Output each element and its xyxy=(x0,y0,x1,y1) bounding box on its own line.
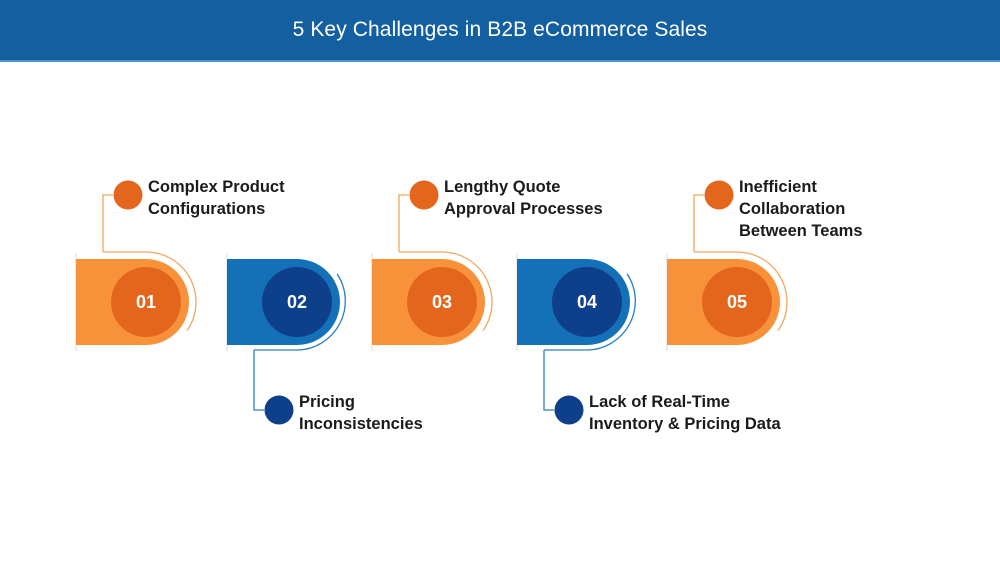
connector-line xyxy=(253,350,264,411)
connector-line xyxy=(103,251,197,332)
step-number-circle xyxy=(262,267,332,337)
step-label-line: Complex Product xyxy=(148,178,285,196)
bullet-dot xyxy=(264,395,294,425)
step-number: 04 xyxy=(576,291,598,312)
step-label-line: Inefficient xyxy=(739,178,817,196)
step-number-circle xyxy=(702,267,772,337)
step-number-circle xyxy=(407,267,477,337)
step-label-line: Pricing xyxy=(299,393,355,411)
step-label-line: Lack of Real-Time xyxy=(589,393,730,411)
connector-line xyxy=(543,350,554,411)
step-number-circle xyxy=(111,267,181,337)
bullet-dot xyxy=(554,395,584,425)
connector-line xyxy=(102,194,113,252)
bullet-dot xyxy=(409,180,439,210)
connector-line xyxy=(544,273,636,351)
step-label-line: Collaboration xyxy=(739,200,846,218)
step-label-line: Between Teams xyxy=(739,222,863,240)
page-title: 5 Key Challenges in B2B eCommerce Sales xyxy=(292,18,708,41)
connector-line xyxy=(398,194,409,252)
bullet-dot xyxy=(704,180,734,210)
step-number: 01 xyxy=(135,291,157,312)
step-number: 03 xyxy=(431,291,453,312)
step-label-line: Configurations xyxy=(148,200,266,218)
connector-line xyxy=(399,251,493,332)
step-label-line: Approval Processes xyxy=(444,200,603,218)
step-number-circle xyxy=(552,267,622,337)
title-banner: 5 Key Challenges in B2B eCommerce Sales xyxy=(0,0,1000,62)
bullet-dot xyxy=(113,180,143,210)
step-label-line: Inventory & Pricing Data xyxy=(589,415,781,433)
connector-line xyxy=(254,273,346,351)
step-number: 02 xyxy=(286,291,308,312)
step-number: 05 xyxy=(726,291,748,312)
step-label-line: Lengthy Quote xyxy=(444,178,561,196)
step-label-line: Inconsistencies xyxy=(299,415,423,433)
connector-line xyxy=(694,251,788,332)
connector-line xyxy=(693,194,704,252)
